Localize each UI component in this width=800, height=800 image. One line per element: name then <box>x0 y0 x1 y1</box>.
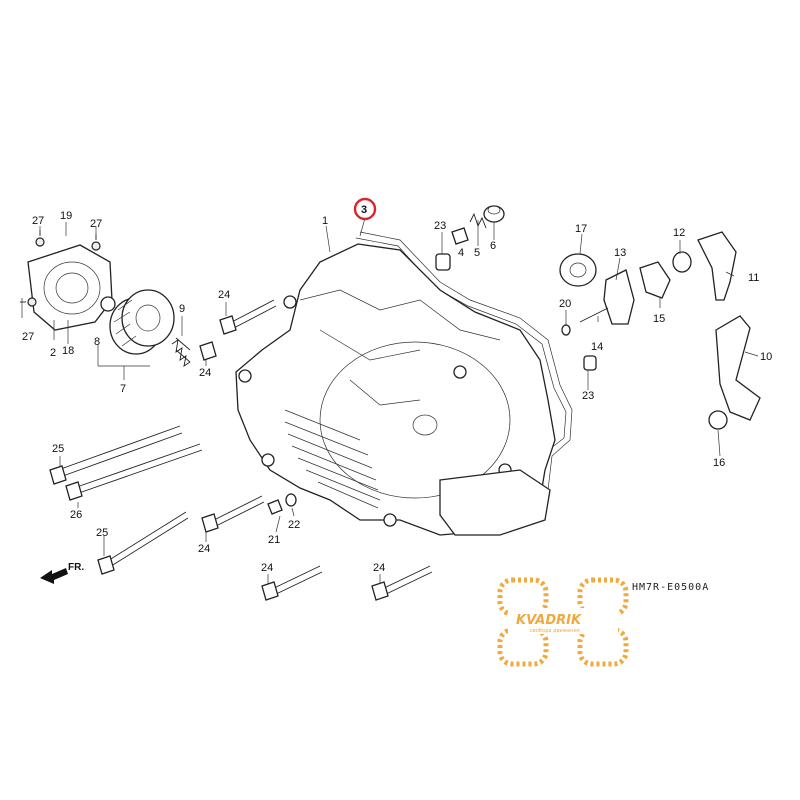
callout-3: 3 <box>361 204 367 216</box>
direction-label: FR. <box>68 562 84 573</box>
callout-3-highlight <box>353 197 377 221</box>
logo-brand: KVADRIK <box>516 613 582 628</box>
callout-19: 19 <box>60 210 72 222</box>
callout-17: 17 <box>575 223 587 235</box>
callout-8: 8 <box>94 336 100 348</box>
callout-27c: 27 <box>22 331 34 343</box>
callout-7: 7 <box>120 383 126 395</box>
diagram-code: HM7R-E0500A <box>632 582 709 593</box>
callout-22: 22 <box>288 519 300 531</box>
nuts-washers <box>267 493 297 515</box>
long-bolts <box>49 299 433 601</box>
callout-24e: 24 <box>373 562 385 574</box>
callout-10: 10 <box>760 351 772 363</box>
oil-filter-cover <box>20 230 116 331</box>
callout-23b: 23 <box>582 390 594 402</box>
callout-11: 11 <box>748 272 759 284</box>
brand-logo: KVADRIK свобода движения <box>497 577 629 667</box>
callout-14: 14 <box>591 341 603 353</box>
callout-26: 26 <box>70 509 82 521</box>
callout-27a: 27 <box>32 215 44 227</box>
callout-4: 4 <box>458 247 464 259</box>
callout-labels: 1 2 3 4 5 6 7 8 9 10 11 12 13 14 15 16 1… <box>22 197 772 574</box>
cooling-fins <box>284 409 381 509</box>
callout-18: 18 <box>62 345 74 357</box>
callout-20: 20 <box>559 298 571 310</box>
callout-12: 12 <box>673 227 685 239</box>
shift-arm-parts <box>672 231 761 430</box>
callout-6: 6 <box>490 240 496 252</box>
callout-25b: 25 <box>96 527 108 539</box>
bearing-and-shift-parts <box>559 253 671 371</box>
callout-27b: 27 <box>90 218 102 230</box>
callout-5: 5 <box>474 247 480 259</box>
callout-23a: 23 <box>434 220 446 232</box>
callout-9: 9 <box>179 303 185 315</box>
callout-16: 16 <box>713 457 725 469</box>
callout-13: 13 <box>614 247 626 259</box>
arrow-left-icon <box>40 568 68 584</box>
callout-24b: 24 <box>199 367 211 379</box>
logo-tagline: свобода движения <box>530 628 580 634</box>
callout-24a: 24 <box>218 289 230 301</box>
callout-2: 2 <box>50 347 56 359</box>
callout-21: 21 <box>268 534 280 546</box>
callout-24c: 24 <box>198 543 210 555</box>
filter-spring <box>171 337 191 367</box>
oil-filter <box>109 289 175 355</box>
leader-lines <box>21 217 759 584</box>
callout-25a: 25 <box>52 443 64 455</box>
front-direction-arrow: FR. <box>40 562 84 584</box>
callout-15: 15 <box>653 313 665 325</box>
callout-1: 1 <box>322 215 328 227</box>
callout-24d: 24 <box>261 562 273 574</box>
crankcase-cover <box>235 231 573 536</box>
